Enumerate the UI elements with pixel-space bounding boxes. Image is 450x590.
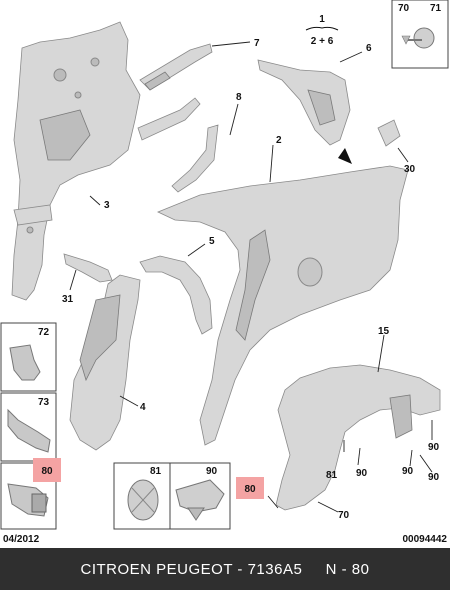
- drawing-number: 00094442: [403, 534, 448, 545]
- callout-72: 72: [38, 327, 50, 338]
- callout-90-d: 90: [428, 472, 440, 483]
- callout-3: 3: [104, 200, 110, 211]
- callout-90-c: 90: [428, 442, 440, 453]
- footer-text: CITROEN PEUGEOT - 7136A5 N - 80: [80, 560, 370, 578]
- callout-7: 7: [254, 38, 260, 49]
- footer-bar: CITROEN PEUGEOT - 7136A5 N - 80: [0, 548, 450, 590]
- callout-5: 5: [209, 236, 215, 247]
- part-6-bracket: [257, 59, 352, 164]
- callout-73: 73: [38, 397, 50, 408]
- callout-80-mid: 80: [244, 484, 256, 495]
- part-15-liner: [275, 364, 441, 511]
- callout-1-group: 1 2 + 6: [305, 14, 339, 47]
- callout-90-box: 90: [206, 466, 218, 477]
- part-7-bracket: [139, 43, 213, 91]
- callout-2: 2: [276, 135, 282, 146]
- leader-lines: [69, 41, 433, 513]
- callout-81-box: 81: [150, 466, 162, 477]
- callout-71-top: 71: [430, 3, 442, 14]
- part-3-inner-panel: [11, 21, 141, 301]
- callout-8: 8: [236, 92, 242, 103]
- callout-70-bottom: 70: [338, 510, 350, 521]
- box-70-71: 70 71: [391, 0, 449, 69]
- part-8-strip: [171, 124, 219, 193]
- box-73: 73: [0, 392, 57, 462]
- callout-1: 1: [319, 14, 325, 25]
- callout-80-left: 80: [41, 466, 53, 477]
- highlight-80-mid: 80: [236, 477, 264, 499]
- callout-31: 31: [62, 294, 74, 305]
- part-4-pillar: [69, 274, 141, 451]
- part-2-quarter-panel: [157, 165, 409, 446]
- callout-15: 15: [378, 326, 390, 337]
- callout-81-bottom: 81: [326, 470, 338, 481]
- callout-6: 6: [366, 43, 372, 54]
- callout-4: 4: [140, 402, 146, 413]
- box-72: 72: [0, 322, 57, 392]
- callout-90-a: 90: [356, 468, 368, 479]
- part-31-bracket: [63, 253, 113, 283]
- part-5-arch-piece: [139, 255, 213, 335]
- box-81-90: 81 90: [113, 462, 231, 530]
- callout-90-b: 90: [402, 466, 414, 477]
- part-30-clip: [377, 119, 401, 147]
- callout-70-top: 70: [398, 3, 410, 14]
- box-80-left: 80: [0, 458, 61, 530]
- part-7-lower-rail: [137, 97, 201, 141]
- callout-1-sub: 2 + 6: [311, 36, 334, 47]
- parts-diagram: 1 2 + 6 7 8 3 2 5 6 30 31 4 15 70 81 90 …: [0, 0, 449, 545]
- date-code: 04/2012: [3, 534, 40, 545]
- callout-30: 30: [404, 164, 416, 175]
